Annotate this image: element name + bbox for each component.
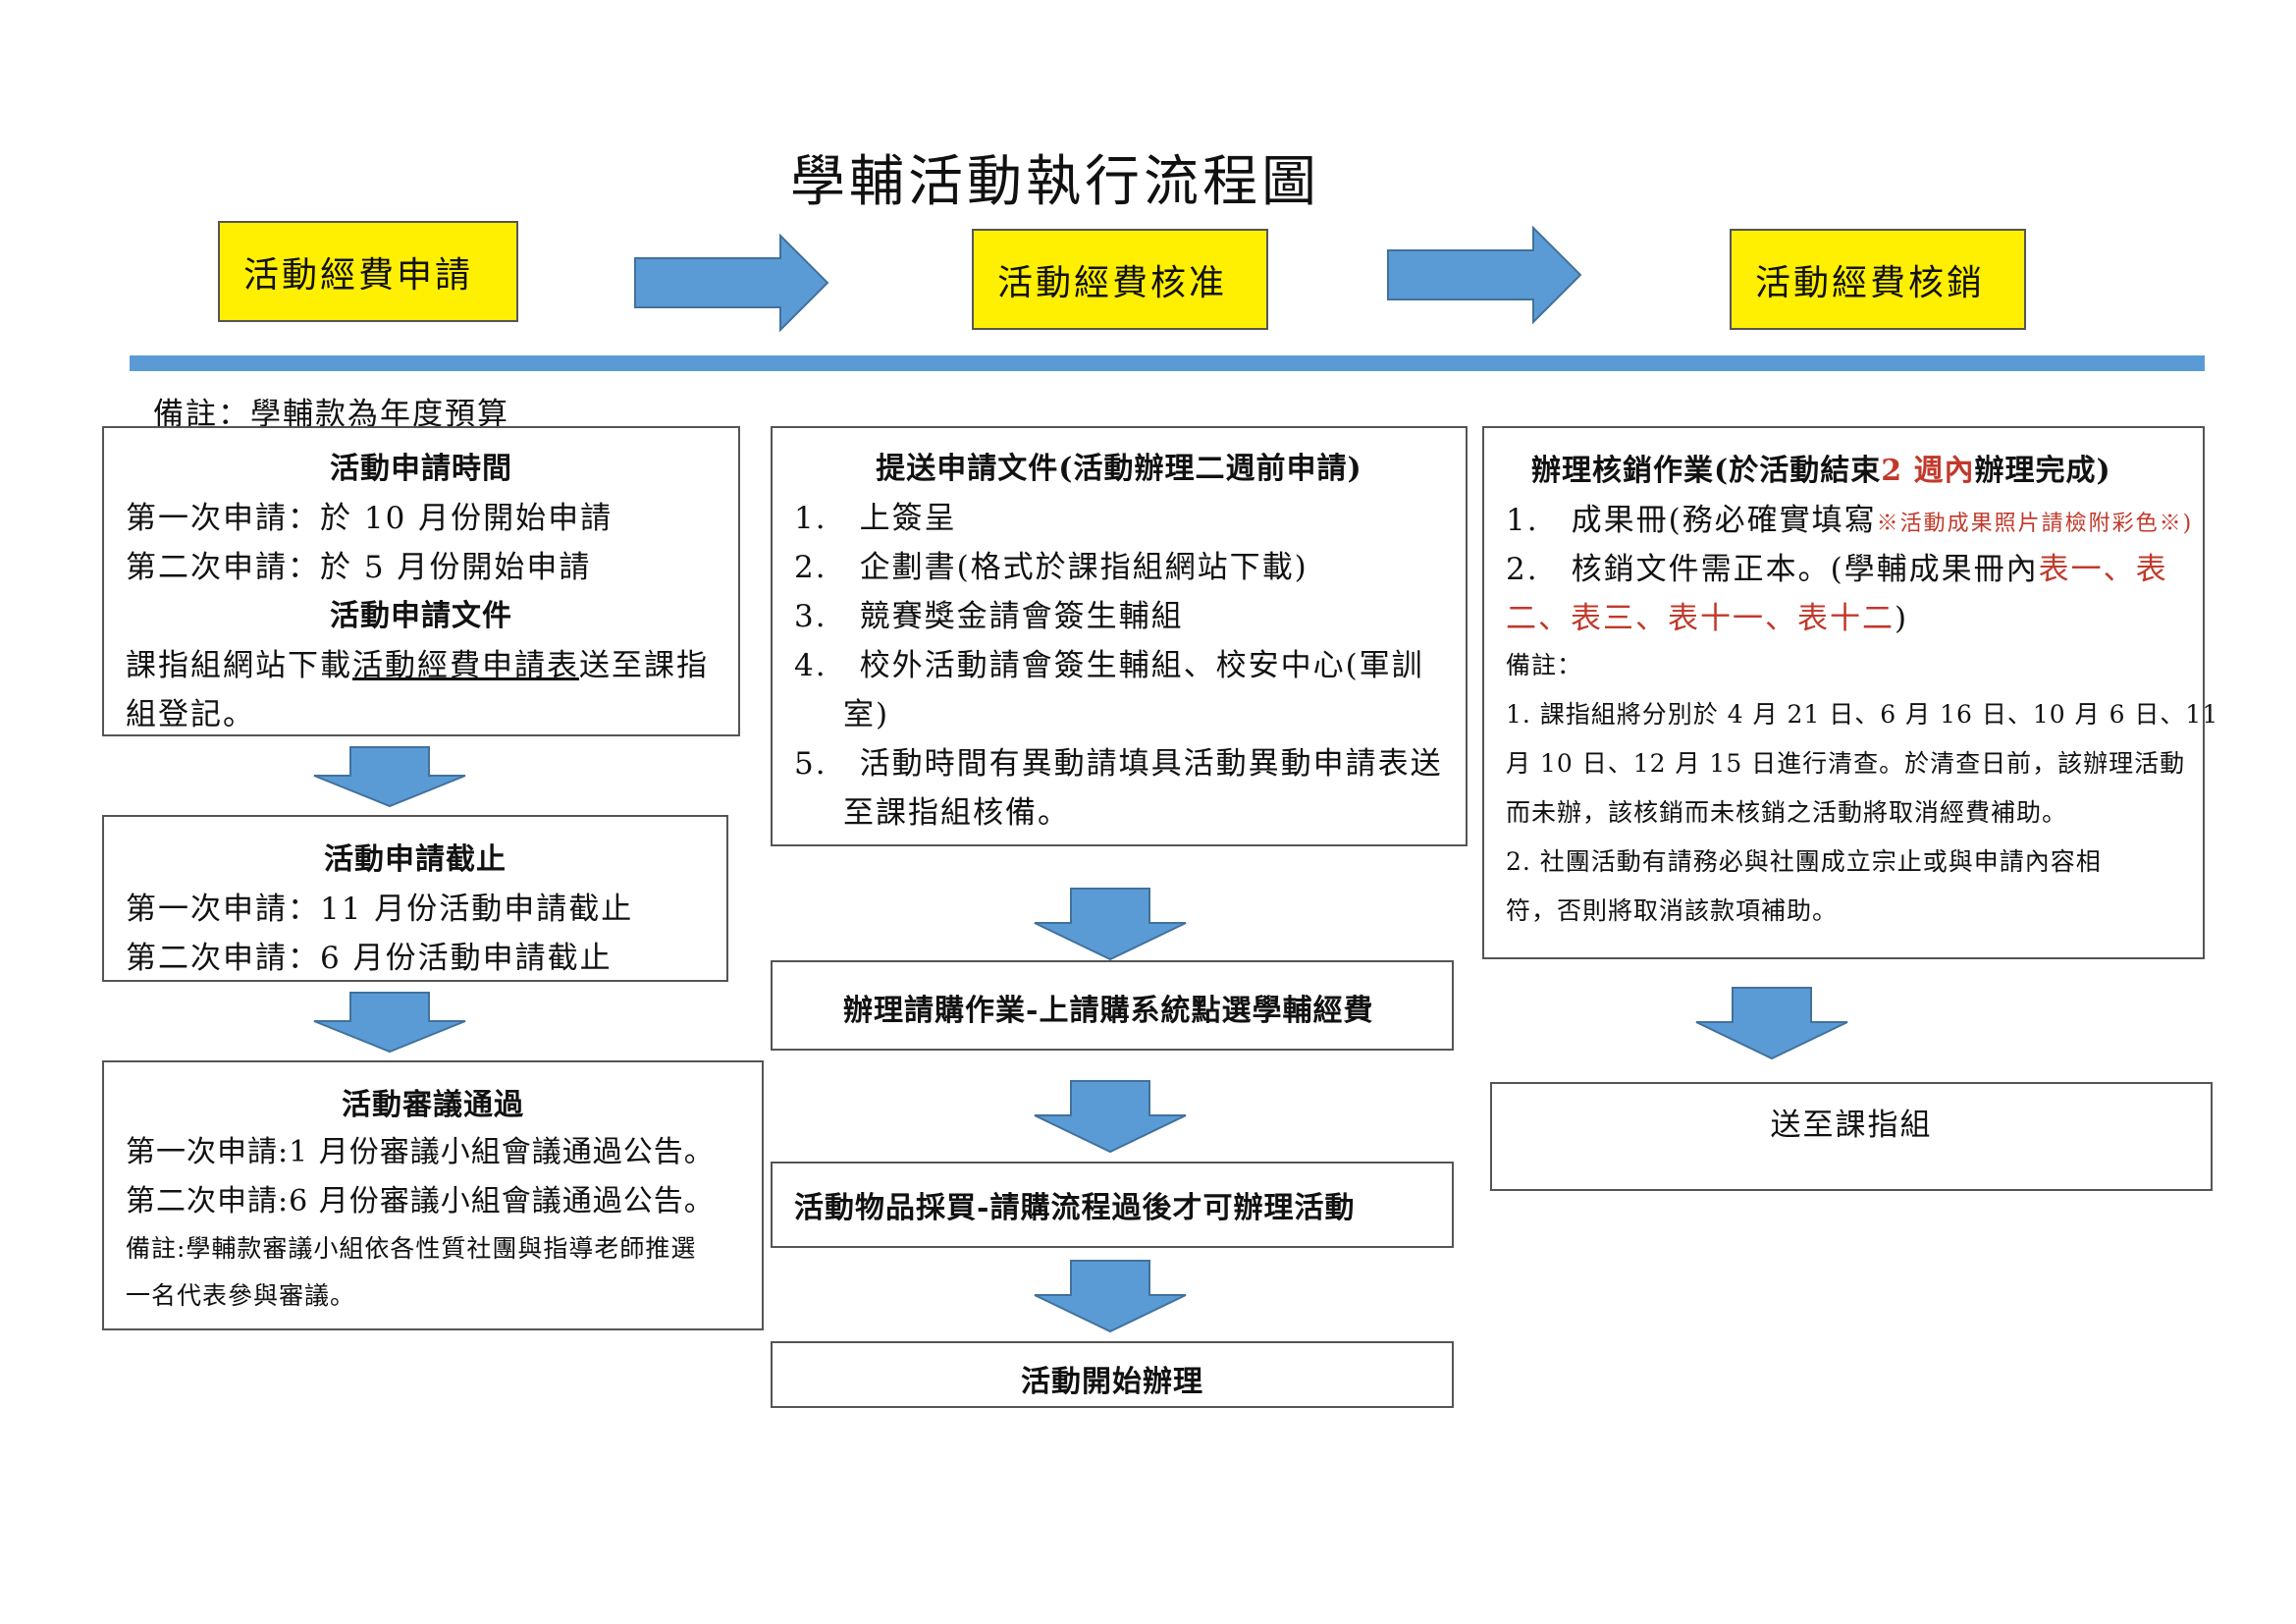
list-item-continued: 至課指組核備。 [843, 795, 1070, 831]
stage-label: 活動經費核銷 [1755, 262, 1986, 303]
submit-documents-box: 提送申請文件(活動辦理二週前申請) 1. 上簽呈 2. 企劃書(格式於課指組網站… [771, 426, 1468, 846]
deadline-highlight: 2 週內 [1881, 454, 1975, 488]
list-item-continued: 二、表三、表十一、表十二) [1506, 593, 1908, 637]
list-item: 4. 校外活動請會簽生輔組、校安中心(軍訓 [794, 648, 1424, 683]
stage-writeoff: 活動經費核銷 [1730, 229, 2026, 330]
stage-apply: 活動經費申請 [218, 221, 518, 322]
list-item: 1. 成果冊(務必確實填寫※活動成果照片請檢附彩色※) [1506, 495, 2193, 539]
text-segment: 辦理核銷作業(於活動結束 [1531, 454, 1882, 488]
stage-label: 活動經費核准 [997, 262, 1228, 303]
application-form-link: 活動經費申請表 [352, 648, 579, 683]
review-passed-box: 活動審議通過 第一次申請:1 月份審議小組會議通過公告。 第二次申請:6 月份審… [102, 1060, 764, 1330]
text-segment: 辦理完成) [1974, 454, 2111, 488]
box-text: 第二次申請:6 月份審議小組會議通過公告。 [126, 1184, 715, 1218]
divider-bar [130, 355, 2205, 371]
text-segment: 課指組網站下載 [126, 648, 352, 683]
list-item-continued: 室) [843, 697, 890, 732]
box-note: 2. 社團活動有請務必與社團成立宗止或與申請內容相 [1506, 847, 2102, 876]
box-note: 而未辦，該核銷而未核銷之活動將取消經費補助。 [1506, 798, 2068, 827]
down-arrow-icon [1034, 1080, 1187, 1154]
box-heading: 活動開始辦理 [1021, 1365, 1203, 1399]
text-segment: 2. 核銷文件需正本。(學輔成果冊內 [1506, 552, 2039, 587]
box-note: 1. 課指組將分別於 4 月 21 日、6 月 16 日、10 月 6 日、11 [1506, 700, 2219, 729]
text-segment: 1. 成果冊(務必確實填寫 [1506, 503, 1877, 538]
note-label: 備註： [1506, 651, 1583, 679]
table-highlight: 二、表三、表十一、表十二 [1506, 601, 1895, 636]
application-deadline-box: 活動申請截止 第一次申請：11 月份活動申請截止 第二次申請：6 月份活動申請截… [102, 815, 728, 982]
box-heading: 提送申請文件(活動辦理二週前申請) [876, 452, 1362, 486]
write-off-box: 辦理核銷作業(於活動結束2 週內辦理完成) 1. 成果冊(務必確實填寫※活動成果… [1482, 426, 2217, 959]
stage-label: 活動經費申請 [243, 254, 474, 296]
box-heading: 活動申請時間 [330, 452, 512, 486]
box-note: 符，否則將取消該款項補助。 [1506, 896, 1839, 925]
box-text: 組登記。 [126, 697, 255, 732]
down-arrow-icon [1695, 987, 1848, 1060]
list-item: 3. 競賽獎金請會簽生輔組 [794, 599, 1184, 634]
box-heading: 送至課指組 [1770, 1108, 1933, 1143]
activity-start-box: 活動開始辦理 [771, 1341, 1454, 1408]
box-text: 第一次申請：於 10 月份開始申請 [126, 501, 614, 536]
box-note: 備註:學輔款審議小組依各性質社團與指導老師推選 [126, 1234, 697, 1263]
down-arrow-icon [1034, 1260, 1187, 1333]
box-text: 第一次申請:1 月份審議小組會議通過公告。 [126, 1135, 715, 1169]
box-heading: 活動物品採買-請購流程過後才可辦理活動 [794, 1191, 1356, 1225]
down-arrow-icon [313, 746, 466, 808]
box-note: 一名代表參與審議。 [126, 1281, 356, 1310]
box-heading: 辦理核銷作業(於活動結束2 週內辦理完成) [1531, 446, 2111, 489]
down-arrow-icon [313, 992, 466, 1054]
box-text: 第二次申請：6 月份活動申請截止 [126, 941, 613, 976]
box-text: 課指組網站下載活動經費申請表送至課指 [126, 640, 709, 684]
box-heading: 活動申請截止 [324, 842, 507, 877]
page-title: 學輔活動執行流程圖 [790, 150, 1320, 214]
down-arrow-icon [1034, 888, 1187, 961]
purchase-items-box: 活動物品採買-請購流程過後才可辦理活動 [771, 1162, 1454, 1248]
box-note: 月 10 日、12 月 15 日進行清查。於清查日前，該辦理活動 [1506, 749, 2186, 778]
box-heading: 活動審議通過 [342, 1088, 524, 1122]
stage-approve: 活動經費核准 [972, 229, 1268, 330]
text-segment: ) [1895, 601, 1909, 636]
list-item: 1. 上簽呈 [794, 501, 957, 536]
box-text: 第二次申請：於 5 月份開始申請 [126, 550, 592, 585]
right-arrow-icon [634, 233, 829, 333]
list-item: 2. 核銷文件需正本。(學輔成果冊內表一、表 [1506, 544, 2168, 588]
color-photo-note: ※活動成果照片請檢附彩色※) [1876, 512, 2194, 536]
purchase-request-box: 辦理請購作業-上請購系統點選學輔經費 [771, 960, 1454, 1051]
send-to-office-box: 送至課指組 [1490, 1082, 2213, 1191]
list-item: 2. 企劃書(格式於課指組網站下載) [794, 550, 1308, 585]
right-arrow-icon [1387, 225, 1582, 325]
table-highlight: 表一、表 [2038, 552, 2168, 587]
application-time-box: 活動申請時間 第一次申請：於 10 月份開始申請 第二次申請：於 5 月份開始申… [102, 426, 740, 736]
list-item: 5. 活動時間有異動請填具活動異動申請表送 [794, 746, 1443, 782]
box-text: 第一次申請：11 月份活動申請截止 [126, 892, 634, 927]
box-heading: 活動申請文件 [330, 599, 512, 633]
text-segment: 送至課指 [579, 648, 709, 683]
box-heading: 辦理請購作業-上請購系統點選學輔經費 [843, 994, 1374, 1028]
